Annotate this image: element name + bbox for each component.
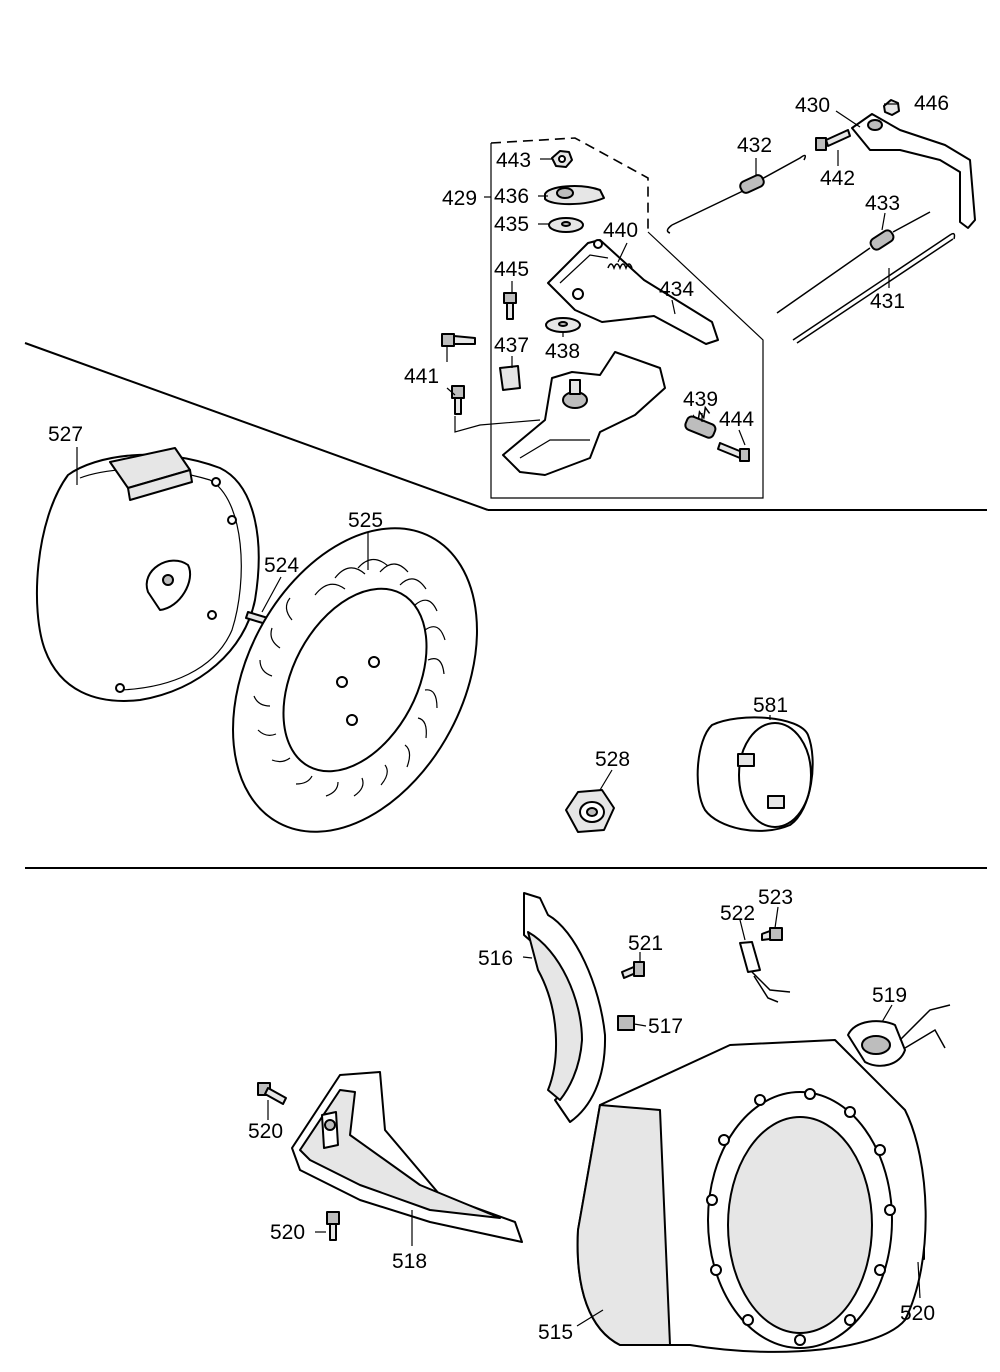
part-labels: 443 436 429 435 440 445 434 437 438 441 … — [48, 92, 949, 1344]
part-435-washer — [548, 217, 584, 233]
part-433-spring — [776, 211, 931, 314]
label-430: 430 — [795, 94, 830, 117]
part-436-cam — [544, 185, 605, 206]
label-521: 521 — [628, 932, 663, 955]
label-432: 432 — [737, 134, 772, 157]
label-434: 434 — [659, 278, 694, 301]
part-525-fan — [232, 527, 478, 833]
part-441-bolt-upper — [441, 333, 476, 347]
label-440: 440 — [603, 219, 638, 242]
part-527-shroud — [35, 447, 260, 702]
label-523: 523 — [758, 886, 793, 909]
label-439: 439 — [683, 388, 718, 411]
part-444-screw — [717, 442, 750, 462]
leader-lines — [76, 103, 921, 1327]
part-446-nut — [883, 99, 900, 116]
part-528-nut — [565, 789, 615, 833]
governor-group-outline — [490, 137, 764, 499]
governor-bracket — [502, 351, 666, 476]
part-431-rod — [792, 232, 956, 344]
divider-diagonal — [24, 342, 489, 511]
part-430-lever — [851, 113, 976, 229]
part-443-nut — [551, 150, 573, 168]
part-581-cup — [696, 716, 814, 832]
label-431: 431 — [870, 290, 905, 313]
label-520-lower: 520 — [270, 1221, 305, 1244]
part-445-bolt — [503, 292, 517, 320]
label-528: 528 — [595, 748, 630, 771]
label-525: 525 — [348, 509, 383, 532]
part-437-clip — [499, 365, 521, 391]
label-517: 517 — [648, 1015, 683, 1038]
label-441: 441 — [404, 365, 439, 388]
label-516: 516 — [478, 947, 513, 970]
label-433: 433 — [865, 192, 900, 215]
part-441-bolt-lower — [451, 385, 465, 415]
label-524: 524 — [264, 554, 299, 577]
part-523-screw — [761, 927, 783, 941]
label-527: 527 — [48, 423, 83, 446]
part-521-bolt — [621, 961, 645, 979]
label-518: 518 — [392, 1250, 427, 1273]
label-429: 429 — [442, 187, 477, 210]
part-519-sensor — [847, 1004, 951, 1067]
label-519: 519 — [872, 984, 907, 1007]
label-435: 435 — [494, 213, 529, 236]
part-518-plate — [291, 1071, 523, 1243]
part-516-guide — [523, 892, 607, 1123]
label-444: 444 — [719, 408, 754, 431]
label-446: 446 — [914, 92, 949, 115]
label-581: 581 — [753, 694, 788, 717]
label-520-upper: 520 — [248, 1120, 283, 1143]
part-438-washer — [545, 317, 581, 333]
part-520-screw-upper — [257, 1082, 287, 1105]
part-439-spring — [684, 405, 717, 439]
part-522-switch — [739, 941, 791, 1003]
label-438: 438 — [545, 340, 580, 363]
part-515-housing — [576, 1039, 927, 1353]
part-442-bolt — [815, 129, 851, 151]
part-440-spring — [607, 263, 633, 271]
label-442: 442 — [820, 167, 855, 190]
part-517-clip — [617, 1015, 635, 1031]
label-443: 443 — [496, 149, 531, 172]
label-520-right: 520 — [900, 1302, 935, 1325]
label-522: 522 — [720, 902, 755, 925]
label-445: 445 — [494, 258, 529, 281]
part-432-spring — [666, 154, 807, 234]
part-520-screw-lower — [326, 1211, 340, 1241]
label-437: 437 — [494, 334, 529, 357]
part-434-governor-arm — [547, 239, 719, 345]
label-436: 436 — [494, 185, 529, 208]
label-515: 515 — [538, 1321, 573, 1344]
